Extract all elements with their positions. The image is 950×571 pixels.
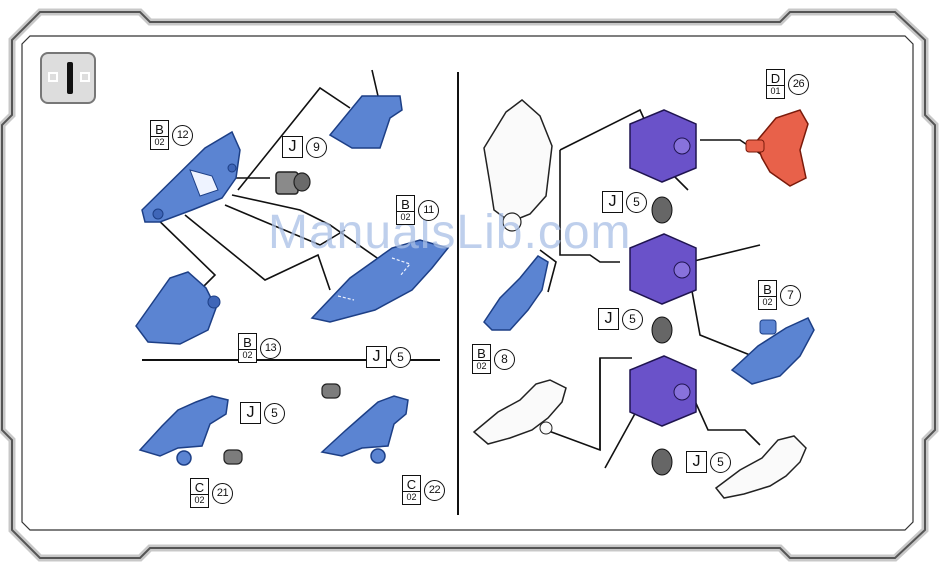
callout-j-5-e: J 5 (686, 451, 731, 473)
part-number: 5 (622, 309, 643, 330)
joint-cube-bottom (630, 356, 696, 426)
step-number-badge: 1 (40, 52, 96, 104)
part-number: 5 (390, 347, 411, 368)
ball-joint-1 (652, 197, 672, 223)
callout-j-9: J 9 (282, 136, 327, 158)
ball-joint-3 (652, 449, 672, 475)
joint-cube-top (630, 110, 696, 182)
ball-joint-2 (652, 317, 672, 343)
part-22-gun-right (322, 384, 408, 463)
runner-box: J (282, 136, 303, 158)
part-number: 26 (788, 74, 809, 95)
badge-left-knob (48, 72, 58, 82)
part-number: 9 (306, 137, 327, 158)
callout-j-5-c: J 5 (602, 191, 647, 213)
part-number: 5 (626, 192, 647, 213)
part-number: 11 (418, 200, 439, 221)
part-11-plate (330, 96, 402, 148)
runner-box: J (240, 402, 261, 424)
runner-box: J (366, 346, 387, 368)
part-9-peg (276, 172, 310, 194)
runner-box: J (686, 451, 707, 473)
callout-j-5-a: J 5 (366, 346, 411, 368)
part-number: 12 (172, 125, 193, 146)
part-number: 5 (710, 452, 731, 473)
step-number-glyph (67, 62, 73, 94)
part-number: 7 (780, 285, 801, 306)
part-number: 5 (264, 403, 285, 424)
part-number: 22 (424, 480, 445, 501)
callout-j-5-d: J 5 (598, 308, 643, 330)
white-gun-left (474, 380, 566, 444)
watermark-text: ManualsLib.com (268, 205, 632, 260)
part-21-gun-left (140, 396, 242, 465)
part-7-armor (732, 318, 814, 384)
callout-j-5-b: J 5 (240, 402, 285, 424)
step-number: 1 (42, 54, 43, 55)
badge-right-knob (80, 72, 90, 82)
runner-box: J (602, 191, 623, 213)
part-number: 13 (260, 338, 281, 359)
part-26-red-armor (746, 110, 808, 186)
part-number: 21 (212, 483, 233, 504)
part-number: 8 (494, 349, 515, 370)
runner-box: J (598, 308, 619, 330)
joint-cube-middle (630, 234, 696, 304)
part-8-blade (484, 256, 548, 330)
